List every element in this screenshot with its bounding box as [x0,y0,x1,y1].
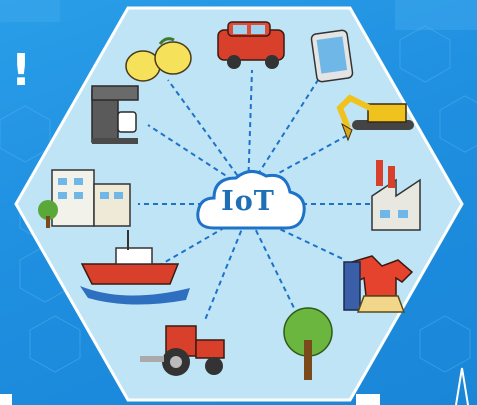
fishing-boat-icon [80,230,190,305]
iot-label: IoT [221,186,275,217]
cloud-icon [196,170,306,230]
citrus-fruit-icon [125,37,192,82]
buildings-icon [38,169,131,228]
factory-icon [371,160,421,231]
excavator-icon [336,94,414,142]
tree-icon [283,307,333,380]
alert-badge: ! [10,45,32,96]
car-icon [217,21,285,69]
bottom-left-decoration [0,394,12,405]
coffee-maker-icon [91,85,139,144]
tower-decoration [455,367,469,405]
smartphone-icon [310,29,354,83]
tractor-icon [140,325,225,376]
clothing-icon [343,255,414,313]
bottom-block-decoration [356,394,380,405]
